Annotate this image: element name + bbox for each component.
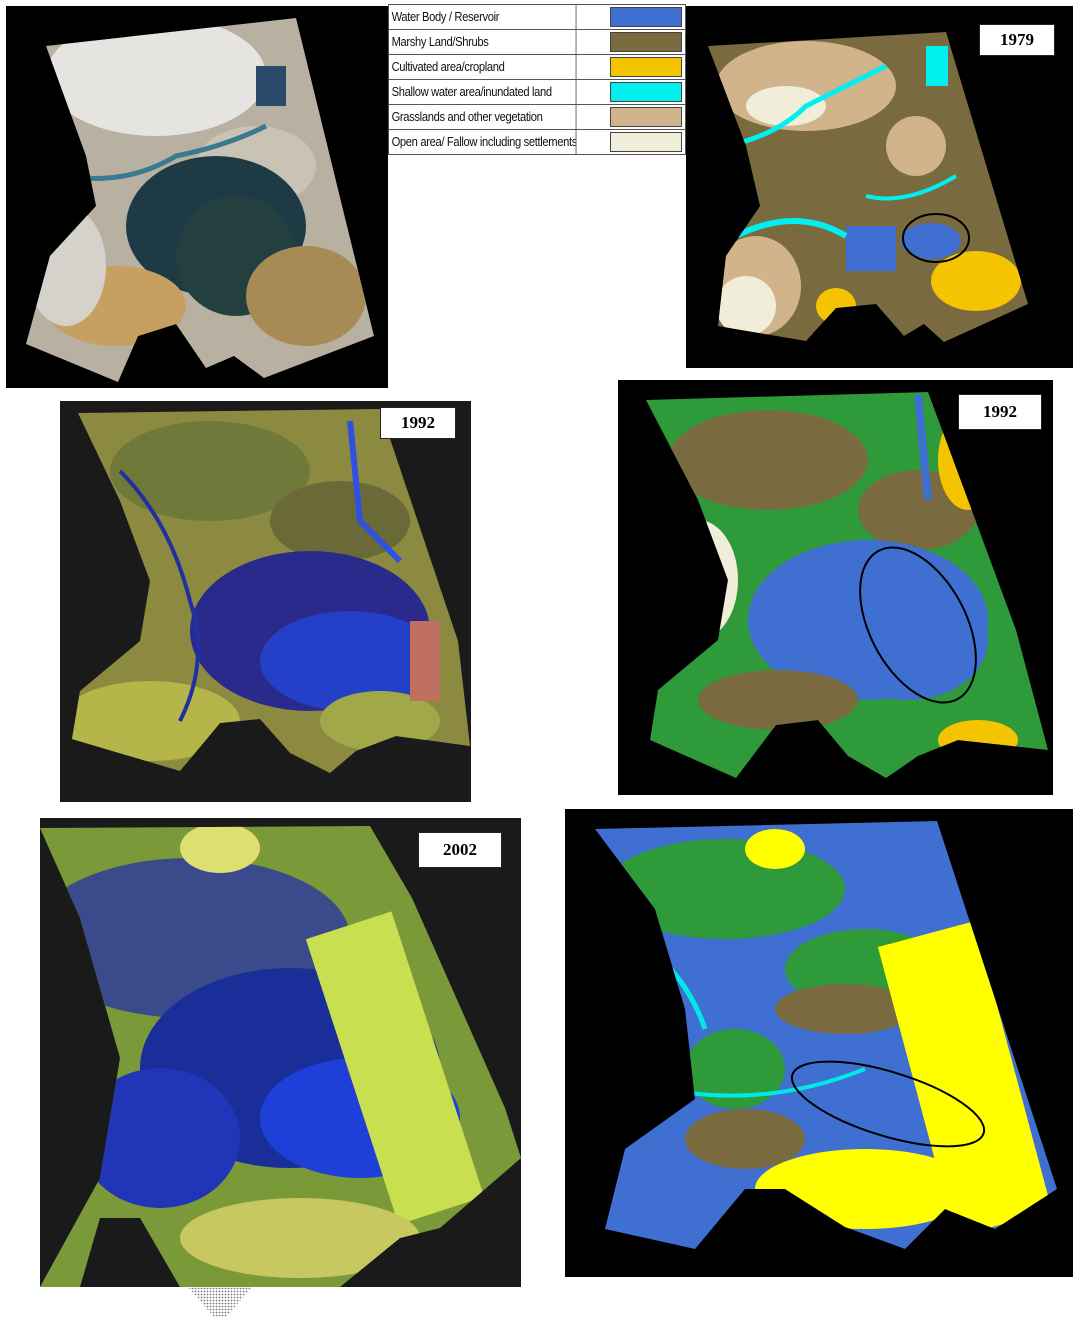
highlight-ellipse [902,213,970,263]
legend-swatch [610,32,682,52]
legend-item: Grasslands and other vegetation [388,105,686,130]
legend-swatch [610,82,682,102]
satellite-image-1979 [6,6,388,388]
satellite-image-1992: 1992 [60,401,471,802]
year-label: 1979 [979,24,1055,56]
legend-item: Marshy Land/Shrubs [388,30,686,55]
legend-swatch [610,107,682,127]
highlight-ellipse [859,546,977,704]
legend-label: Open area/ Fallow including settlements [389,130,577,154]
legend-swatch [610,57,682,77]
legend-item: Cultivated area/cropland [388,55,686,80]
year-label: 2002 [418,832,502,868]
year-label: 1992 [958,394,1042,430]
classified-map-1992: 1992 [618,380,1053,795]
highlight-ellipse [790,1060,986,1148]
year-label: 1992 [380,407,456,439]
legend-label: Grasslands and other vegetation [389,105,577,129]
classified-map-2002 [565,809,1073,1277]
legend-item: Shallow water area/inundated land [388,80,686,105]
legend-swatch [610,132,682,152]
legend-label: Marshy Land/Shrubs [389,30,577,54]
legend-label: Cultivated area/cropland [389,55,577,79]
satellite-image-2002: 2002 [40,818,521,1287]
marker-shape [188,1287,252,1317]
legend-swatch [610,7,682,27]
legend-item: Open area/ Fallow including settlements [388,130,686,155]
legend-label: Water Body / Reservoir [389,5,577,29]
classified-map-1979: 1979 [686,6,1073,368]
legend-label: Shallow water area/inundated land [389,80,577,104]
legend-item: Water Body / Reservoir [388,4,686,30]
